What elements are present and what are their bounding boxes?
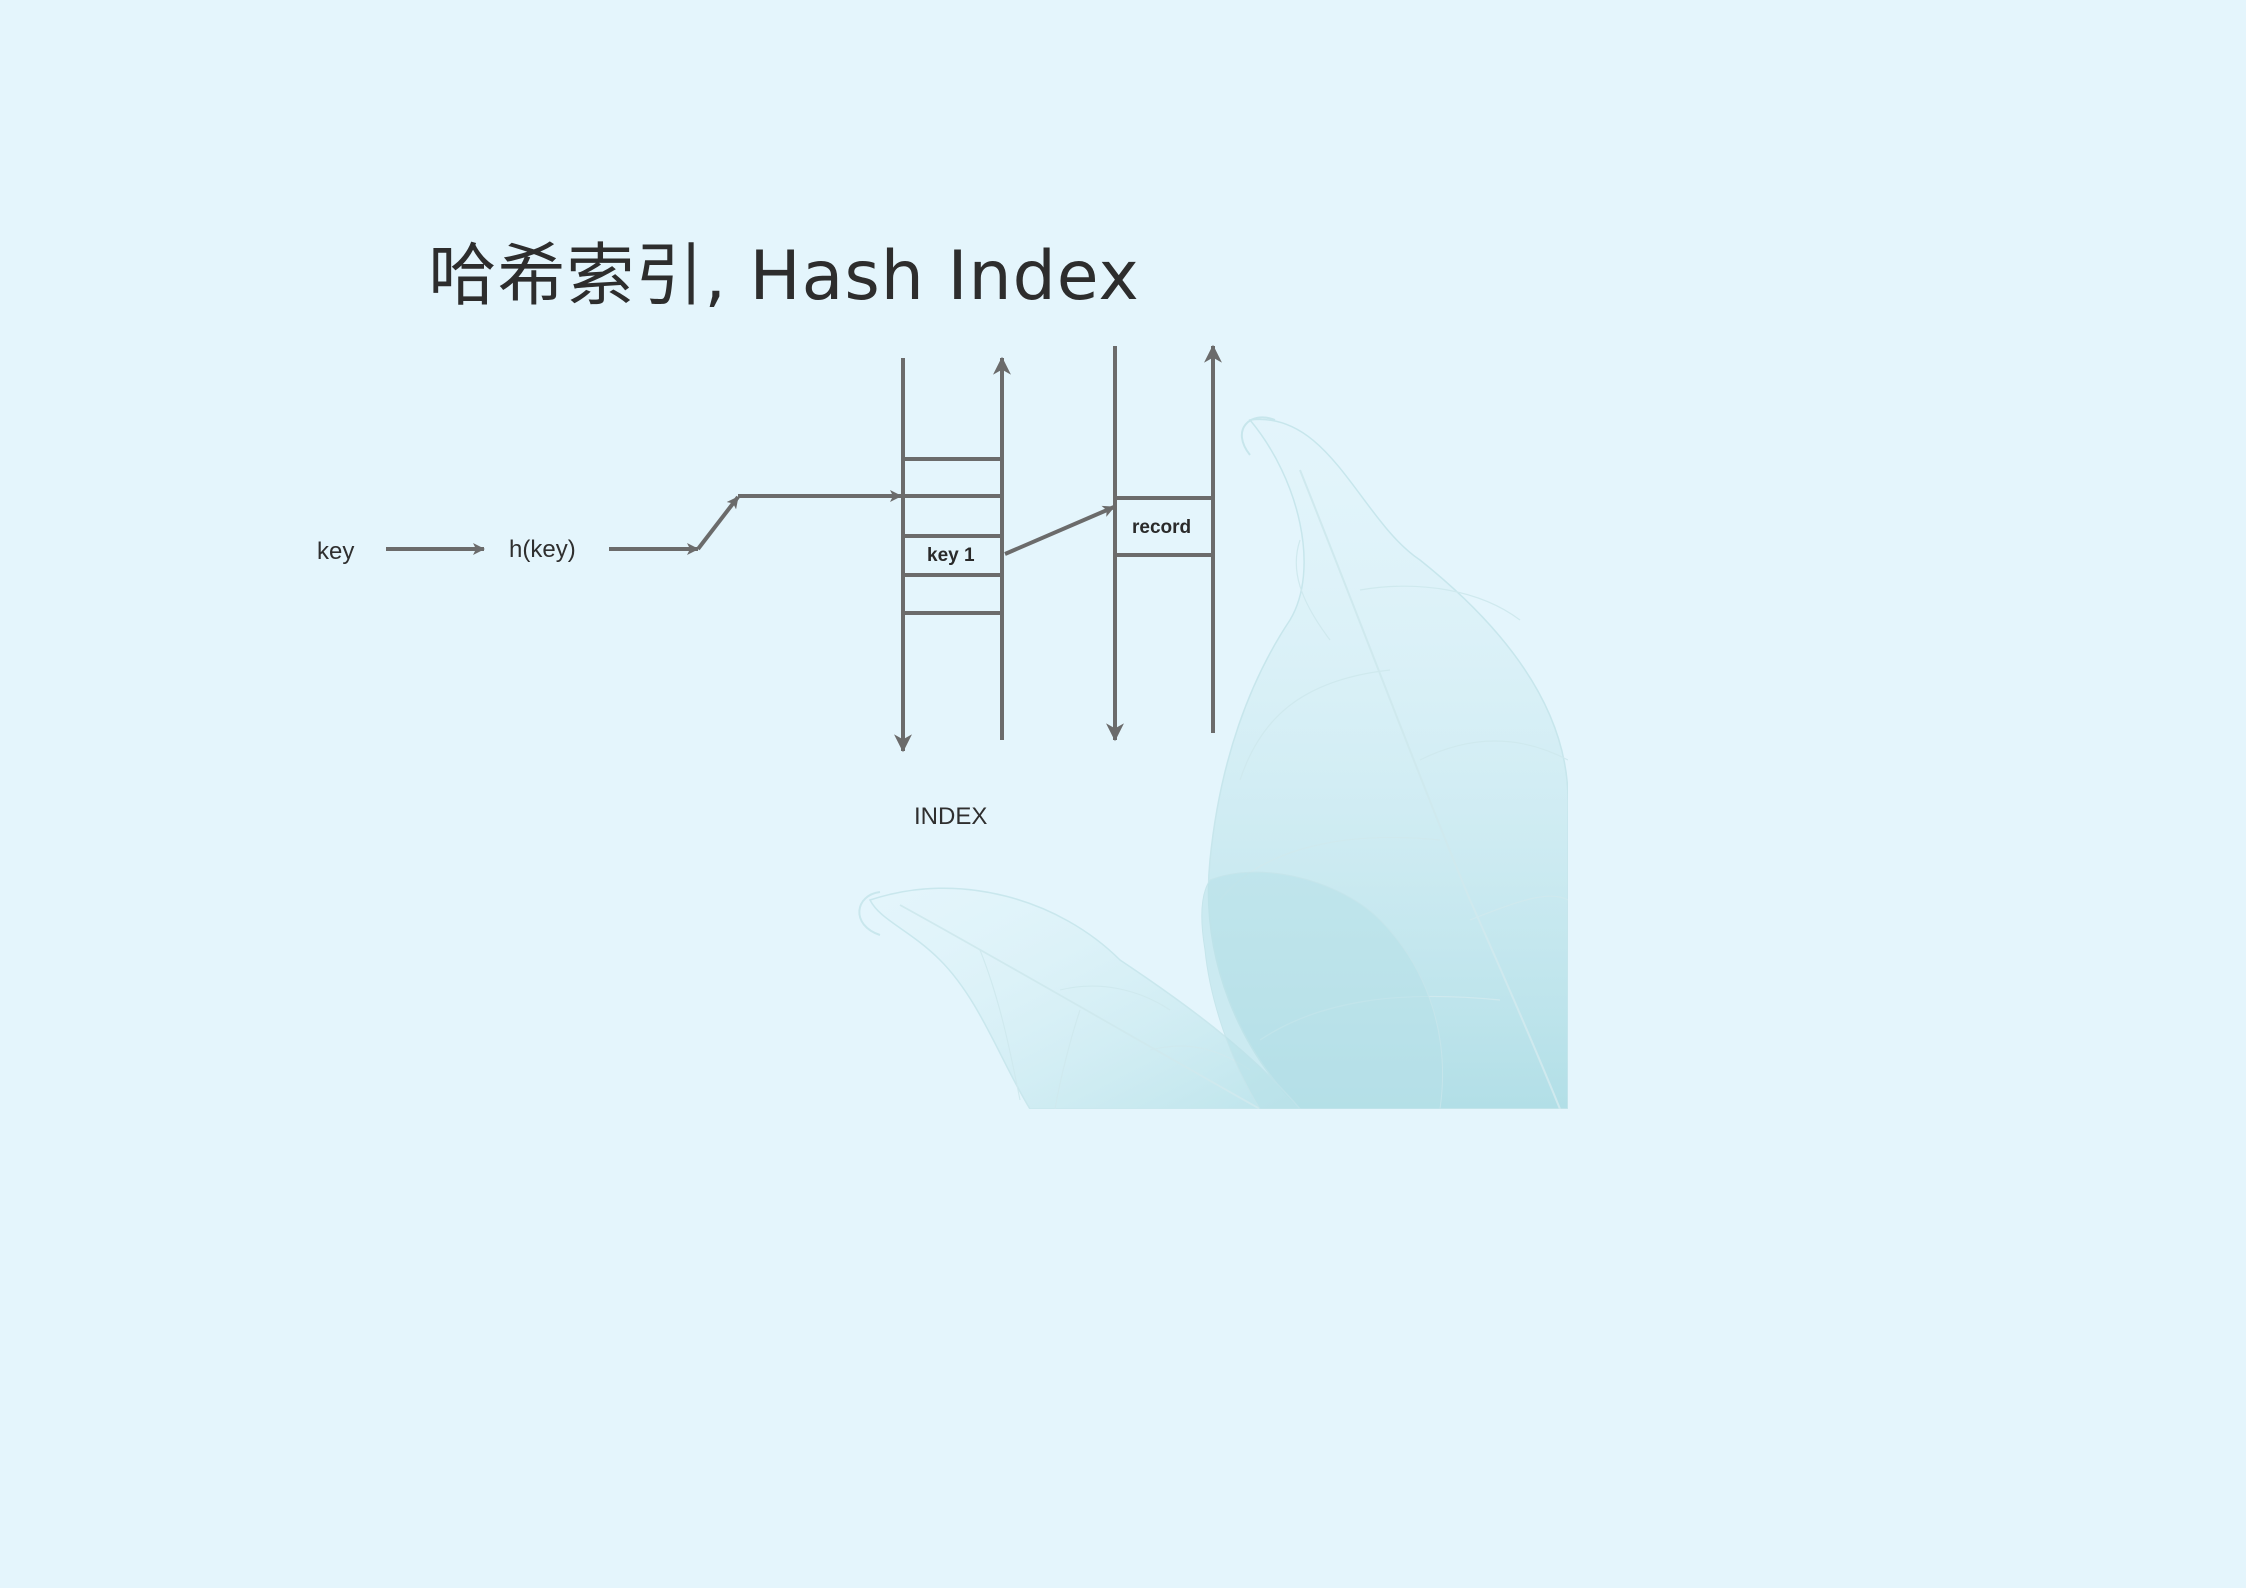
hash-function-label: h(key) — [509, 536, 576, 563]
key-label: key — [317, 538, 355, 565]
record-label: record — [1132, 517, 1192, 538]
index-slot-key1-label: key 1 — [927, 545, 975, 566]
slide-title: 哈希索引, Hash Index — [428, 237, 1140, 316]
leaf-decoration — [858, 416, 1568, 1109]
index-caption: INDEX — [914, 803, 988, 830]
arrow-key1-to-record — [1004, 505, 1115, 556]
hash-index-diagram — [386, 344, 1222, 753]
slide: 哈希索引, Hash Index key h(key) key 1 record… — [0, 0, 1568, 1109]
arrow-diagonal — [696, 495, 740, 551]
